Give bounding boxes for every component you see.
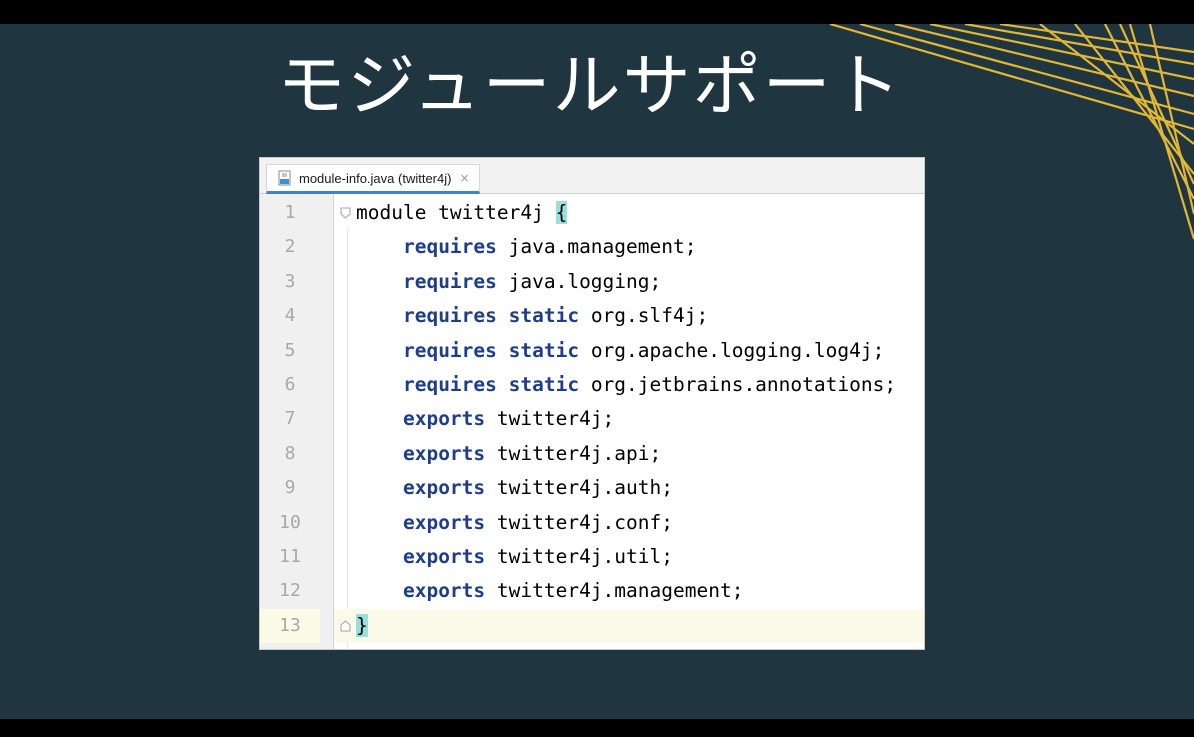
code-text: requires java.logging;: [356, 265, 661, 299]
keyword: exports: [402, 407, 486, 431]
editor-tab-module-info[interactable]: module-info.java (twitter4j) ×: [266, 164, 480, 194]
code-line[interactable]: 8 exports twitter4j.api;: [285, 437, 924, 471]
tab-label: module-info.java (twitter4j): [299, 170, 452, 186]
code-text: exports twitter4j.api;: [356, 437, 661, 471]
code-identifier: twitter4j.util;: [485, 545, 673, 568]
fold-open-icon[interactable]: [340, 207, 351, 219]
keyword: requires: [402, 235, 497, 259]
keyword: exports: [402, 476, 486, 500]
fold-close-icon[interactable]: [340, 620, 351, 632]
keyword: exports: [402, 510, 486, 534]
gold-line-decoration: [829, 24, 1194, 240]
line-number: 1: [284, 202, 296, 223]
code-line[interactable]: 13}: [260, 608, 924, 644]
code-text: exports twitter4j.util;: [356, 540, 673, 574]
code-identifier: twitter4j.api;: [485, 441, 662, 465]
code-text: requires static org.jetbrains.annotation…: [356, 368, 896, 402]
keyword: requires static: [402, 304, 580, 328]
editor-tab-bar: module-info.java (twitter4j) ×: [260, 158, 924, 194]
code-identifier: org.slf4j;: [579, 304, 709, 328]
code-text: requires static org.slf4j;: [356, 299, 708, 333]
keyword: exports: [402, 441, 486, 465]
code-identifier: twitter4j.conf;: [485, 510, 673, 534]
keyword: requires static: [402, 338, 580, 362]
code-identifier: twitter4j;: [485, 407, 615, 431]
code-line[interactable]: 4 requires static org.slf4j;: [285, 299, 924, 333]
line-number: 9: [284, 477, 296, 499]
letterbox-top: [0, 0, 1194, 24]
code-line[interactable]: 3 requires java.logging;: [285, 265, 924, 299]
line-number: 5: [284, 339, 296, 361]
line-number: 13: [260, 608, 320, 644]
code-text: module twitter4j {: [356, 196, 568, 230]
line-number-gutter: [260, 194, 334, 649]
presentation-slide: モジュールサポート module-info.java (twitter4j) ×…: [0, 24, 1194, 719]
keyword: exports: [402, 545, 486, 568]
code-editor-window: module-info.java (twitter4j) × 1 module t…: [259, 157, 925, 650]
letterbox-bottom: [0, 719, 1194, 737]
code-text: }: [356, 609, 368, 643]
code-identifier: twitter4j.management;: [485, 579, 744, 603]
code-identifier: org.jetbrains.annotations;: [579, 373, 897, 396]
keyword: requires static: [402, 373, 580, 396]
code-line[interactable]: 9 exports twitter4j.auth;: [285, 471, 924, 505]
matched-brace: }: [356, 613, 368, 637]
code-text: exports twitter4j.auth;: [356, 471, 673, 505]
code-identifier: java.logging;: [496, 269, 662, 293]
code-identifier: org.apache.logging.log4j;: [579, 338, 885, 362]
code-text: exports twitter4j.conf;: [356, 506, 673, 540]
code-line[interactable]: 1 module twitter4j {: [285, 196, 924, 230]
line-number: 4: [284, 305, 296, 327]
code-line[interactable]: 2 requires java.management;: [285, 230, 924, 264]
line-number: 8: [284, 442, 296, 464]
line-number: 12: [279, 580, 301, 602]
line-number: 6: [284, 374, 296, 395]
code-line[interactable]: 6 requires static org.jetbrains.annotati…: [285, 368, 924, 402]
code-line[interactable]: 7 exports twitter4j;: [285, 402, 924, 436]
code-identifier: java.management;: [496, 235, 697, 259]
line-number: 11: [279, 546, 301, 567]
code-text: requires static org.apache.logging.log4j…: [356, 334, 884, 368]
java-module-file-icon: [278, 170, 291, 186]
code-line[interactable]: 10 exports twitter4j.conf;: [279, 506, 924, 540]
slide-title: モジュールサポート: [277, 47, 903, 126]
line-number: 3: [284, 270, 296, 292]
code-line[interactable]: 5 requires static org.apache.logging.log…: [285, 334, 924, 368]
code-text: requires java.management;: [356, 230, 697, 264]
code-text: exports twitter4j;: [356, 402, 614, 436]
line-number: 7: [284, 408, 296, 430]
matched-brace: {: [555, 201, 568, 224]
close-icon[interactable]: ×: [459, 171, 470, 185]
keyword: exports: [402, 579, 486, 603]
line-number: 2: [284, 236, 296, 258]
line-number: 10: [279, 511, 301, 533]
code-line[interactable]: 11 exports twitter4j.util;: [279, 540, 924, 574]
code-line[interactable]: 12 exports twitter4j.management;: [279, 574, 924, 608]
keyword: requires: [402, 269, 497, 293]
code-identifier: module twitter4j: [356, 201, 556, 224]
code-text: exports twitter4j.management;: [356, 574, 743, 608]
indent-guide: [347, 228, 348, 649]
code-identifier: twitter4j.auth;: [485, 476, 673, 500]
